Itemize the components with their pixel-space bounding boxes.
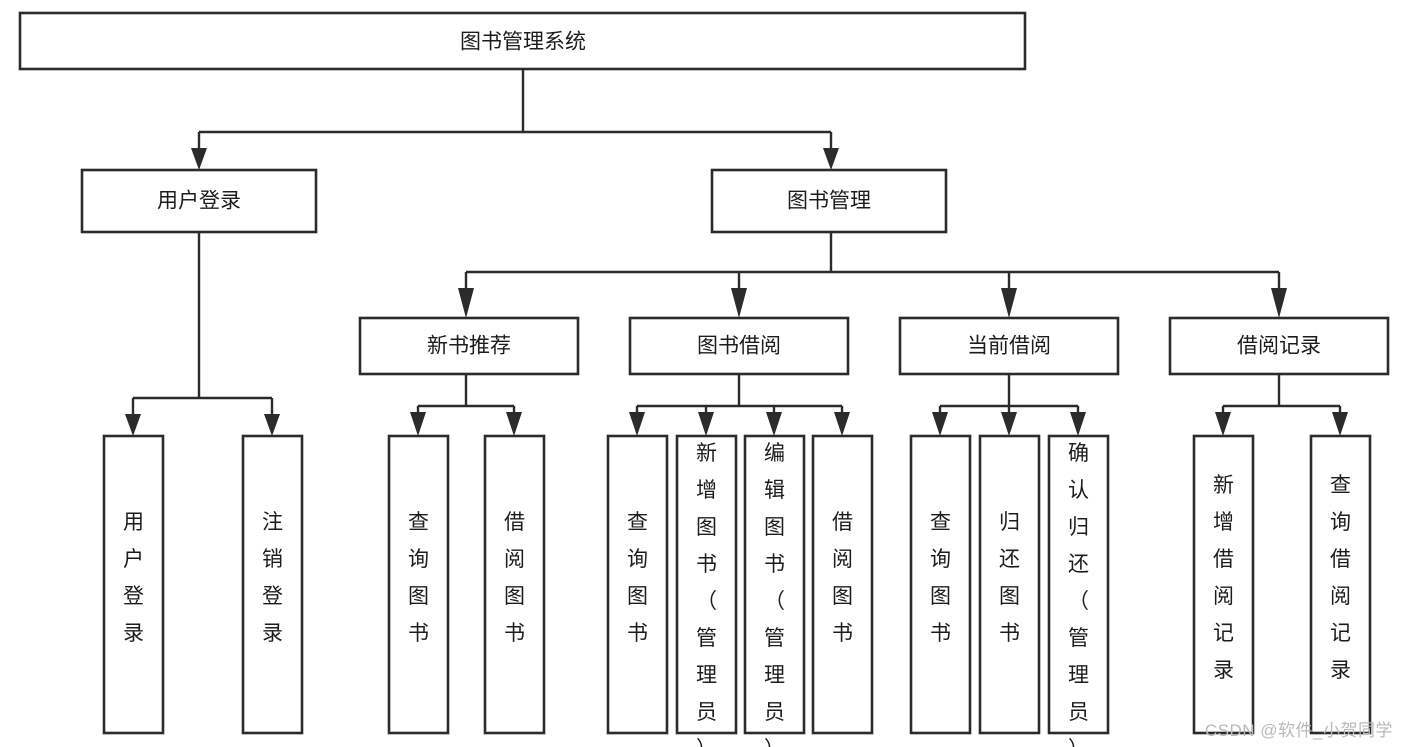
node-book-borrow-label: 图书借阅: [697, 335, 781, 358]
leaf-node-borrow-book-1-box[interactable]: [483, 434, 546, 735]
leaf-node-query-book-3-label: 查询图书: [930, 511, 951, 645]
arrow-head-user-login: [191, 148, 207, 170]
arrow-head-bookborrow-leaf-4: [834, 412, 850, 436]
arrow-head-borrowrecord-leaf-2: [1332, 412, 1348, 436]
arrow-head-bookborrow-leaf-2: [698, 412, 714, 436]
leaf-node-user-login[interactable]: [102, 434, 165, 735]
leaf-node-query-book-1-box[interactable]: [387, 434, 450, 735]
leaf-node-return-book[interactable]: [978, 434, 1041, 735]
leaf-node-query-book-2[interactable]: [606, 434, 669, 735]
arrow-head-new-book-rec: [458, 288, 474, 318]
leaf-node-borrow-book-2-label: 借阅图书: [832, 511, 853, 645]
leaf-node-query-book-1-label: 查询图书: [408, 511, 429, 645]
leaf-node-query-borrow-record-label: 查询借阅记录: [1330, 474, 1351, 682]
leaf-node-return-book-box[interactable]: [978, 434, 1041, 735]
leaf-node-add-borrow-record-box[interactable]: [1192, 434, 1255, 735]
node-book-borrow-box[interactable]: [628, 316, 850, 376]
leaf-node-query-book-3-box[interactable]: [909, 434, 972, 735]
node-user-login[interactable]: 用户登录: [80, 168, 318, 234]
leaf-node-add-borrow-record[interactable]: [1192, 434, 1255, 735]
leaf-node-return-book-label: 归还图书: [999, 511, 1020, 645]
arrow-head-borrow-record: [1271, 288, 1287, 318]
leaf-node-logout-login[interactable]: [241, 434, 304, 735]
leaf-node-borrow-book-2-box[interactable]: [811, 434, 874, 735]
node-new-book-recommend[interactable]: 新书推荐: [358, 316, 580, 376]
node-new-book-recommend-label: 新书推荐: [427, 335, 511, 358]
leaf-node-confirm-return-admin[interactable]: [1047, 434, 1110, 735]
leaf-node-user-login-label: 用户登录: [123, 511, 144, 645]
node-root-system[interactable]: 图书管理系统: [18, 11, 1027, 71]
node-user-login-box[interactable]: [80, 168, 318, 234]
leaf-node-query-borrow-record-box[interactable]: [1309, 434, 1372, 735]
leaf-node-edit-book-admin-box[interactable]: [743, 434, 806, 735]
leaf-node-add-borrow-record-label: 新增借阅记录: [1213, 474, 1234, 682]
arrow-head-leaf-user-login: [125, 414, 141, 436]
arrow-head-bookborrow-leaf-1: [629, 412, 645, 436]
arrow-head-book-borrow: [731, 288, 747, 318]
leaf-node-query-book-3[interactable]: [909, 434, 972, 735]
node-root-system-box[interactable]: [18, 11, 1027, 71]
arrow-head-current-borrow: [1001, 288, 1017, 318]
leaf-node-borrow-book-1[interactable]: [483, 434, 546, 735]
node-current-borrow[interactable]: 当前借阅: [898, 316, 1120, 376]
leaf-node-add-book-admin[interactable]: [675, 434, 738, 735]
arrow-head-leaf-logout: [264, 414, 280, 436]
node-user-login-label: 用户登录: [157, 190, 241, 213]
node-borrow-record[interactable]: 借阅记录: [1168, 316, 1390, 376]
node-book-management[interactable]: 图书管理: [710, 168, 948, 234]
node-new-book-recommend-box[interactable]: [358, 316, 580, 376]
leaf-node-edit-book-admin[interactable]: [743, 434, 806, 735]
leaf-node-query-book-2-box[interactable]: [606, 434, 669, 735]
connector-layer: [125, 69, 1348, 436]
node-current-borrow-box[interactable]: [898, 316, 1120, 376]
leaf-node-query-book-2-label: 查询图书: [627, 511, 648, 645]
node-borrow-record-box[interactable]: [1168, 316, 1390, 376]
leaf-node-confirm-return-admin-label: 确认归还（管理员）: [1068, 442, 1089, 747]
arrow-head-bookborrow-leaf-3: [766, 412, 782, 436]
leaf-node-add-book-admin-box[interactable]: [675, 434, 738, 735]
arrow-head-newbook-leaf-1: [410, 412, 426, 436]
leaf-node-query-book-1[interactable]: [387, 434, 450, 735]
leaf-node-logout-login-label: 注销登录: [262, 511, 283, 645]
node-book-management-label: 图书管理: [787, 190, 871, 213]
leaf-node-confirm-return-admin-box[interactable]: [1047, 434, 1110, 735]
leaf-node-borrow-book-1-label: 借阅图书: [504, 511, 525, 645]
node-current-borrow-label: 当前借阅: [967, 335, 1051, 358]
leaf-node-user-login-box[interactable]: [102, 434, 165, 735]
node-book-management-box[interactable]: [710, 168, 948, 234]
leaf-node-edit-book-admin-label: 编辑图书（管理员）: [764, 442, 785, 747]
leaf-node-logout-login-box[interactable]: [241, 434, 304, 735]
node-book-borrow[interactable]: 图书借阅: [628, 316, 850, 376]
leaf-node-query-borrow-record[interactable]: [1309, 434, 1372, 735]
arrow-head-book-manage: [823, 148, 839, 170]
leaf-node-borrow-book-2[interactable]: [811, 434, 874, 735]
node-root-system-label: 图书管理系统: [460, 31, 586, 54]
arrow-head-currentborrow-leaf-2: [1001, 412, 1017, 436]
leaf-node-add-book-admin-label: 新增图书（管理员）: [696, 442, 717, 747]
node-borrow-record-label: 借阅记录: [1237, 335, 1321, 358]
arrow-head-borrowrecord-leaf-1: [1215, 412, 1231, 436]
leaf-label-layer: 用户登录 注销登录 查询图书 借阅图书 查询图书 新增图书（管理员） 编辑图书（管理员） 借阅…: [123, 442, 1351, 747]
arrow-head-currentborrow-leaf-1: [932, 412, 948, 436]
arrow-head-newbook-leaf-2: [506, 412, 522, 436]
arrow-head-currentborrow-leaf-3: [1070, 412, 1086, 436]
